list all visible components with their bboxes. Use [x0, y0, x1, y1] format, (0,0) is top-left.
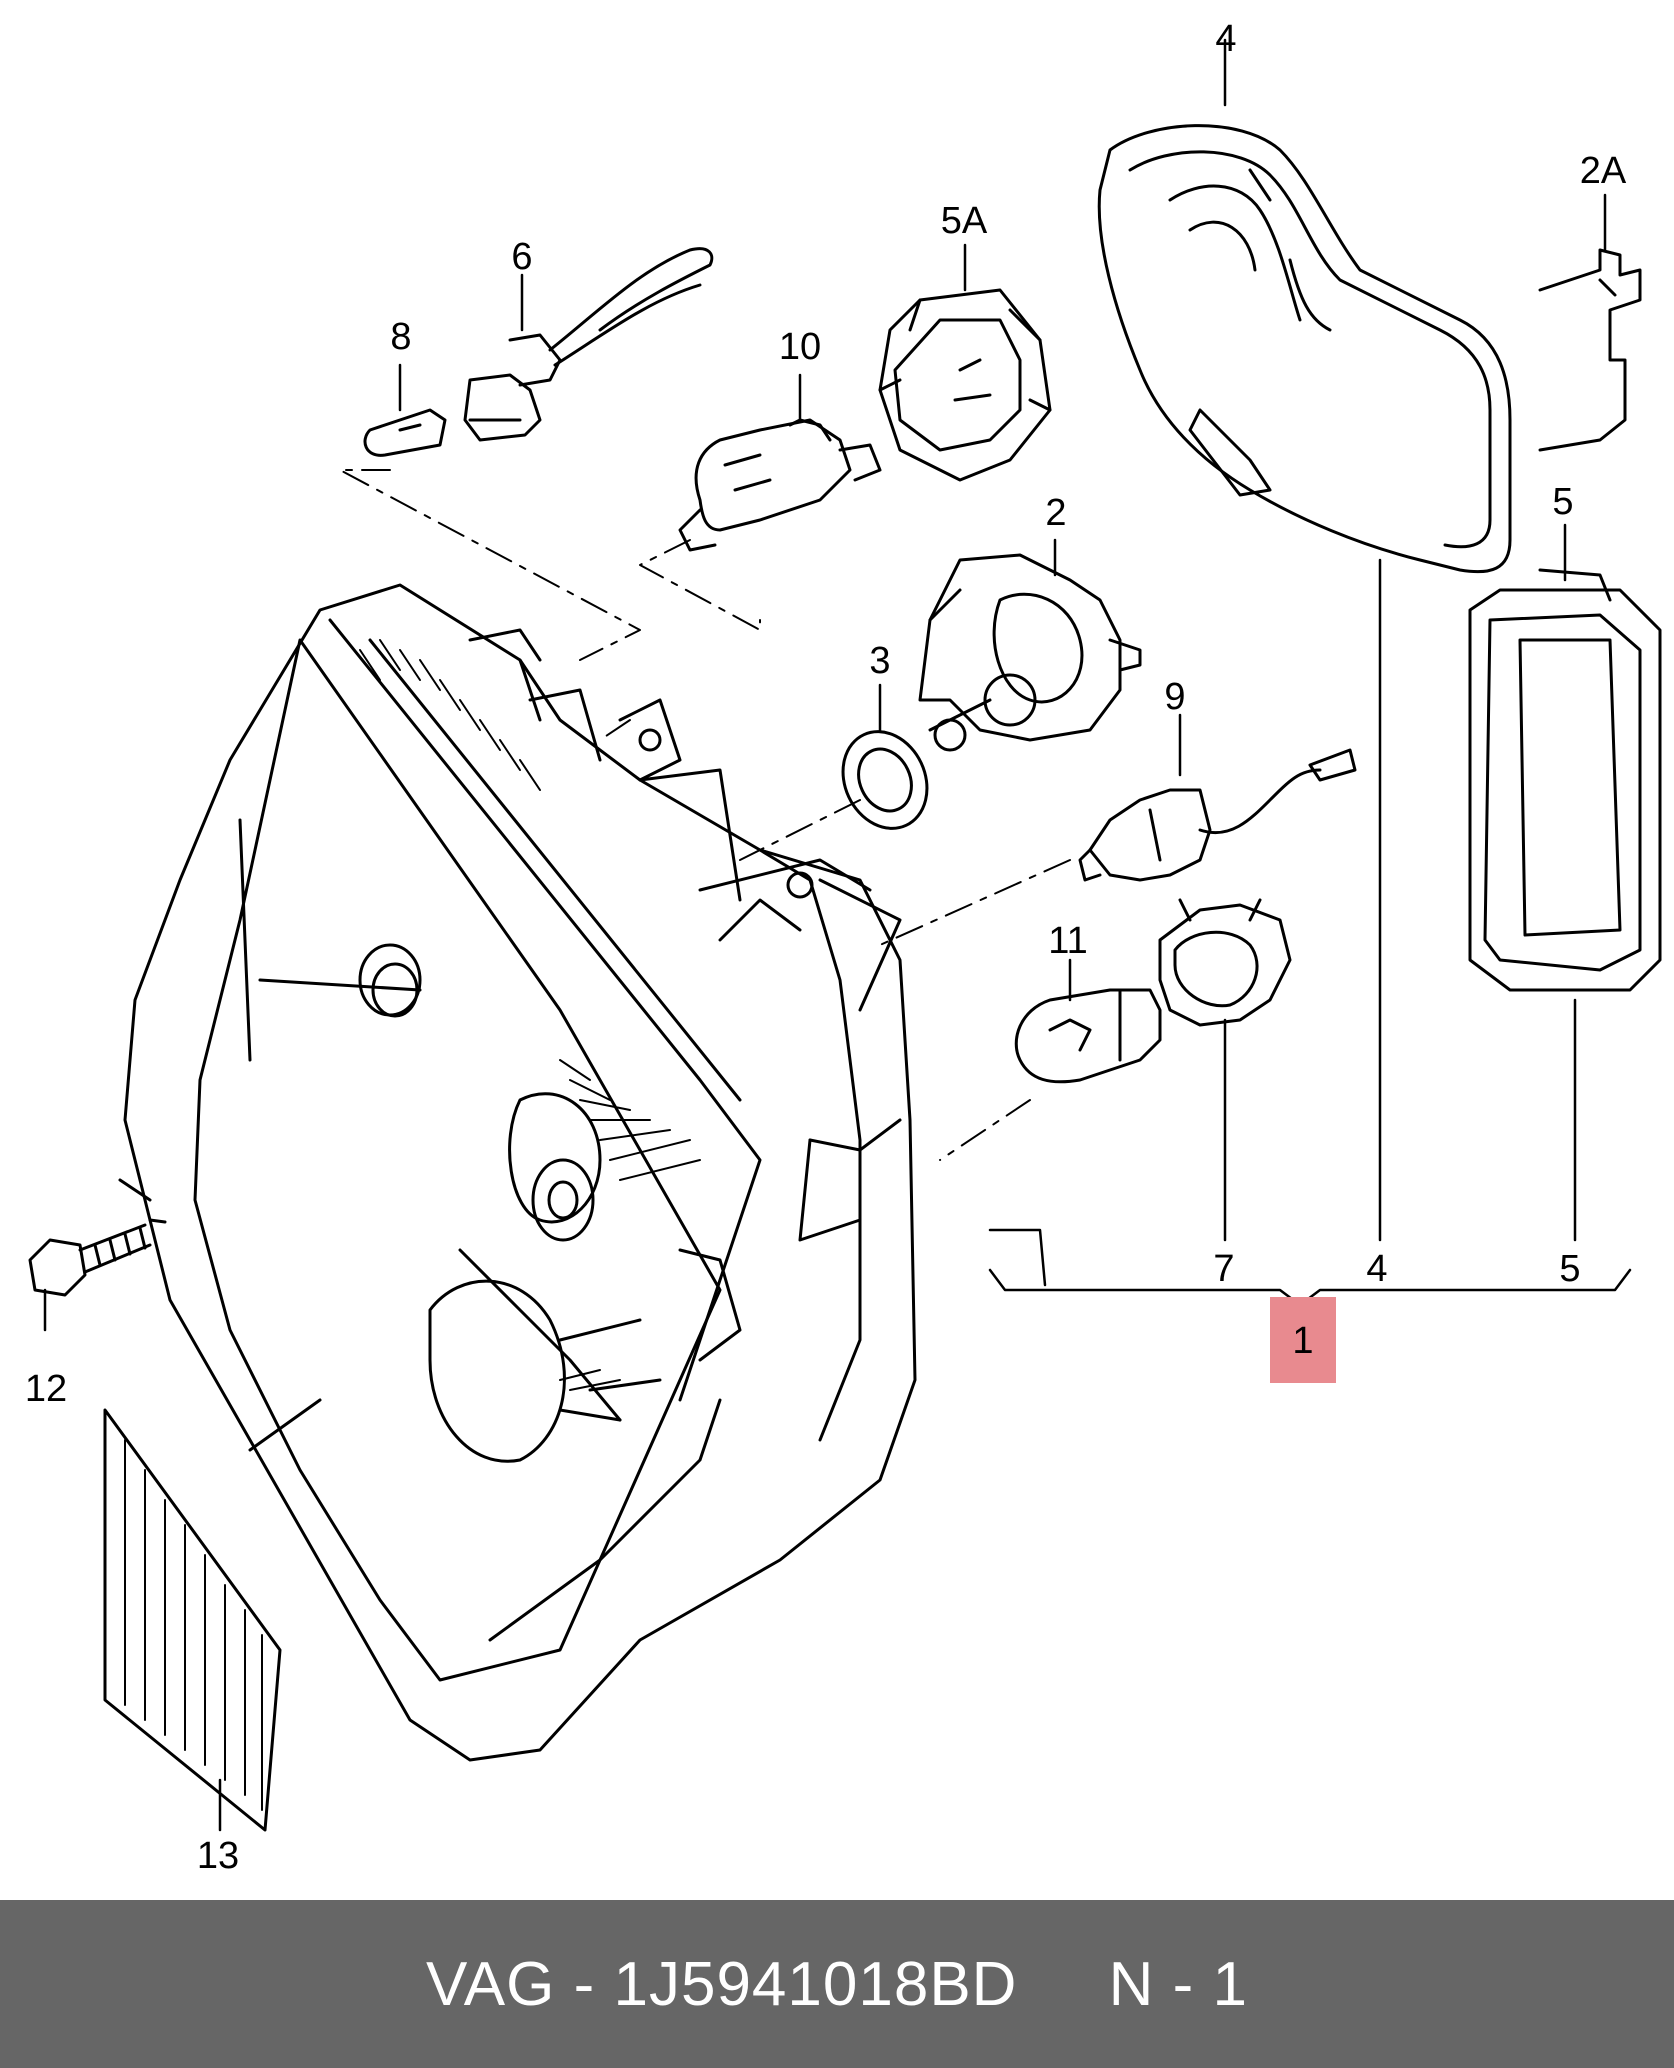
callout-1: 1: [1292, 1320, 1314, 1362]
reflector-hatching: [359, 639, 701, 1391]
callout-leaders: [43, 38, 1607, 1832]
bulb-holder-part-5A: [878, 288, 1052, 482]
callout-5-top: 5: [1552, 481, 1574, 523]
callout-9: 9: [1164, 676, 1186, 718]
callout-4-top: 4: [1215, 18, 1237, 60]
callout-6: 6: [511, 236, 533, 278]
callout-7: 7: [1213, 1248, 1235, 1290]
headlamp-bulb-part-10: [678, 418, 882, 552]
seal-cap-part-4: [1097, 124, 1512, 574]
part-number-footer: VAG - 1J5941018BD N - 1: [0, 1900, 1674, 2068]
headlight-exploded-diagram: [28, 38, 1662, 1832]
tail-bulb-part-11: [1014, 988, 1162, 1084]
clip-part-2A: [1538, 248, 1642, 452]
callout-10: 10: [778, 326, 822, 368]
small-bulb-part-8: [363, 408, 447, 457]
callout-11: 11: [1048, 920, 1088, 962]
callout-13: 13: [196, 1835, 240, 1877]
callout-3: 3: [869, 640, 891, 682]
cover-part-5: [1468, 568, 1662, 992]
callout-12: 12: [24, 1368, 68, 1410]
callout-8: 8: [390, 316, 412, 358]
socket-part-9: [1078, 748, 1357, 882]
seal-ring-part-3: [841, 730, 929, 830]
screw-part-12: [28, 1218, 167, 1297]
part-number-label: VAG - 1J5941018BD N - 1: [426, 1949, 1248, 2019]
bulb-socket-part-7: [1158, 898, 1292, 1027]
adjuster-motor-part-2: [918, 553, 1142, 752]
callout-5A: 5A: [940, 200, 988, 242]
callout-4-bottom: 4: [1366, 1248, 1388, 1290]
dashed-leader-lines: [339, 469, 1071, 1161]
cover-panel-part-13: [103, 1408, 282, 1832]
callout-5-bottom: 5: [1559, 1248, 1581, 1290]
callout-2: 2: [1045, 492, 1067, 534]
highlight-box-part-1: [1270, 1297, 1336, 1383]
connector-part-6: [463, 247, 714, 442]
headlight-housing: [118, 583, 917, 1762]
callout-2A: 2A: [1579, 150, 1627, 192]
